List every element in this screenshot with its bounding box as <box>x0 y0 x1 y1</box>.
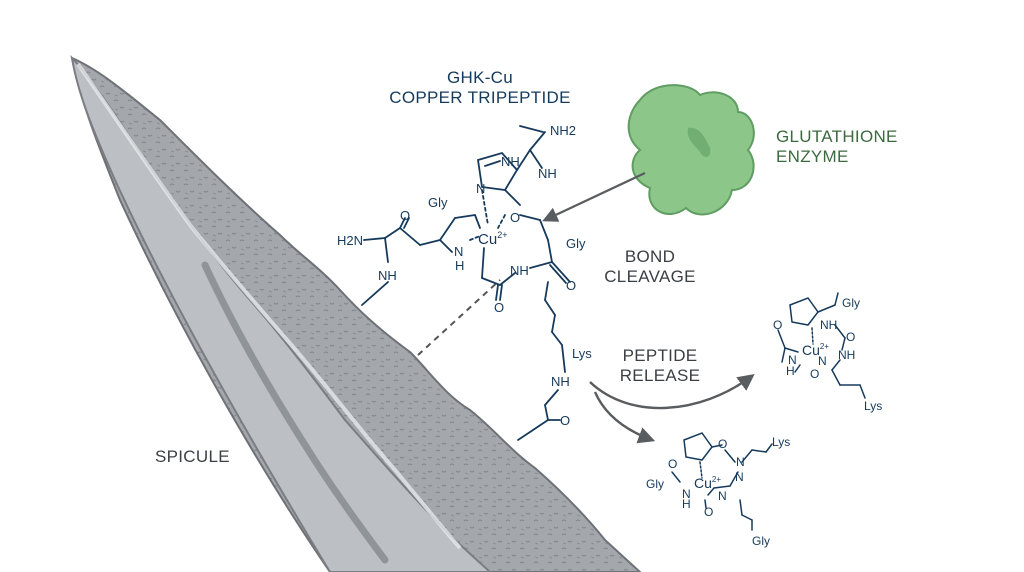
glutathione-enzyme <box>627 84 755 216</box>
copper-charge: 2+ <box>497 230 507 240</box>
r2-n-d: N <box>718 489 727 503</box>
r1-h-a: H <box>786 364 795 378</box>
atom-o-center: O <box>510 210 520 225</box>
cleavage-line-2: CLEAVAGE <box>604 266 696 286</box>
atom-copper: Cu2+ <box>478 230 507 248</box>
spicule-edge-highlight <box>76 62 462 550</box>
r1-n-a: N <box>788 353 797 367</box>
release-arrow-lower <box>593 391 656 444</box>
release-line-2: RELEASE <box>619 365 701 385</box>
r1-o-c: O <box>810 367 819 381</box>
atom-o-right: O <box>566 278 576 293</box>
atom-o-carbonyl: O <box>400 208 410 223</box>
released-molecule-2-labels: O Lys N O Cu2+ N Gly N H N O Gly <box>646 435 790 548</box>
atom-gly-left: Gly <box>428 195 448 210</box>
cleavage-line-1: BOND <box>624 247 676 266</box>
atom-o-mid: O <box>494 300 504 315</box>
r2-h-a: H <box>682 497 691 511</box>
r2-n-b: N <box>735 470 744 484</box>
bond-cleavage-label: BOND CLEAVAGE <box>590 247 710 286</box>
enzyme-line-1: GLUTATHIONE <box>776 127 898 146</box>
released-molecule-1-bonds <box>777 292 866 399</box>
atom-h2n: H2N <box>337 233 363 248</box>
atom-nh-chain: NH <box>538 166 557 181</box>
r1-copper-charge: 2+ <box>820 342 829 351</box>
bound-molecule-bonds <box>361 125 571 441</box>
atom-n-ring: N <box>476 181 485 196</box>
spicule <box>70 54 642 572</box>
enzyme-line-2: ENZYME <box>776 146 849 166</box>
atom-gly-right: Gly <box>566 236 586 251</box>
attachment-dashed-line <box>417 279 501 356</box>
bound-molecule-labels: NH2 NH N NH Gly H2N O NH Cu2+ N H O Gly … <box>337 123 592 428</box>
spicule-label: SPICULE <box>155 447 230 466</box>
r2-copper-charge: 2+ <box>712 475 721 484</box>
release-line-1: PEPTIDE <box>622 346 698 365</box>
atom-n-cu: N <box>454 244 463 259</box>
r2-o-b: O <box>668 457 677 471</box>
spicule-crust <box>70 56 642 572</box>
r2-copper: Cu2+ <box>694 475 721 491</box>
r1-nh-b: NH <box>838 348 855 362</box>
atom-o-lower: O <box>560 413 570 428</box>
r2-gly-bottom: Gly <box>752 534 770 548</box>
r1-o-a: O <box>773 318 782 332</box>
peptide-release-label: PEPTIDE RELEASE <box>605 346 715 385</box>
r2-lys: Lys <box>772 435 790 449</box>
enzyme-to-bond-arrow <box>542 172 646 222</box>
title-line-1: GHK-Cu <box>446 68 514 87</box>
r2-o-a: O <box>718 437 727 451</box>
r1-nh-a: NH <box>820 318 837 332</box>
r1-n-b: N <box>818 354 827 368</box>
atom-lys: Lys <box>572 346 592 361</box>
r2-gly-left: Gly <box>646 477 664 491</box>
enzyme-label: GLUTATHIONE ENZYME <box>776 127 898 166</box>
atom-nh2-top: NH2 <box>550 123 576 138</box>
r2-n-a: N <box>736 455 745 469</box>
enzyme-active-site <box>687 127 711 157</box>
atom-nh-ring: NH <box>501 154 520 169</box>
atom-nh-link: NH <box>378 268 397 283</box>
title-label: GHK-Cu COPPER TRIPEPTIDE <box>380 68 580 107</box>
r1-copper: Cu2+ <box>802 342 829 358</box>
atom-nh-lower: NH <box>551 374 570 389</box>
atom-nh-mid: NH <box>510 263 529 278</box>
r2-o-c: O <box>704 505 713 519</box>
r1-lys: Lys <box>864 399 882 413</box>
r1-gly: Gly <box>842 296 860 310</box>
atom-h-cu: H <box>455 258 464 273</box>
r1-o-b: O <box>846 330 855 344</box>
enzyme-blob <box>627 84 755 216</box>
title-line-2: COPPER TRIPEPTIDE <box>389 87 571 107</box>
released-molecule-2-bonds <box>671 432 773 531</box>
spicule-axis <box>201 261 389 564</box>
released-molecule-1-labels: Gly NH O O Cu2+ NH N H N O Lys <box>773 296 882 413</box>
release-arrow-upper <box>589 373 755 410</box>
r2-n-c: N <box>682 487 691 501</box>
